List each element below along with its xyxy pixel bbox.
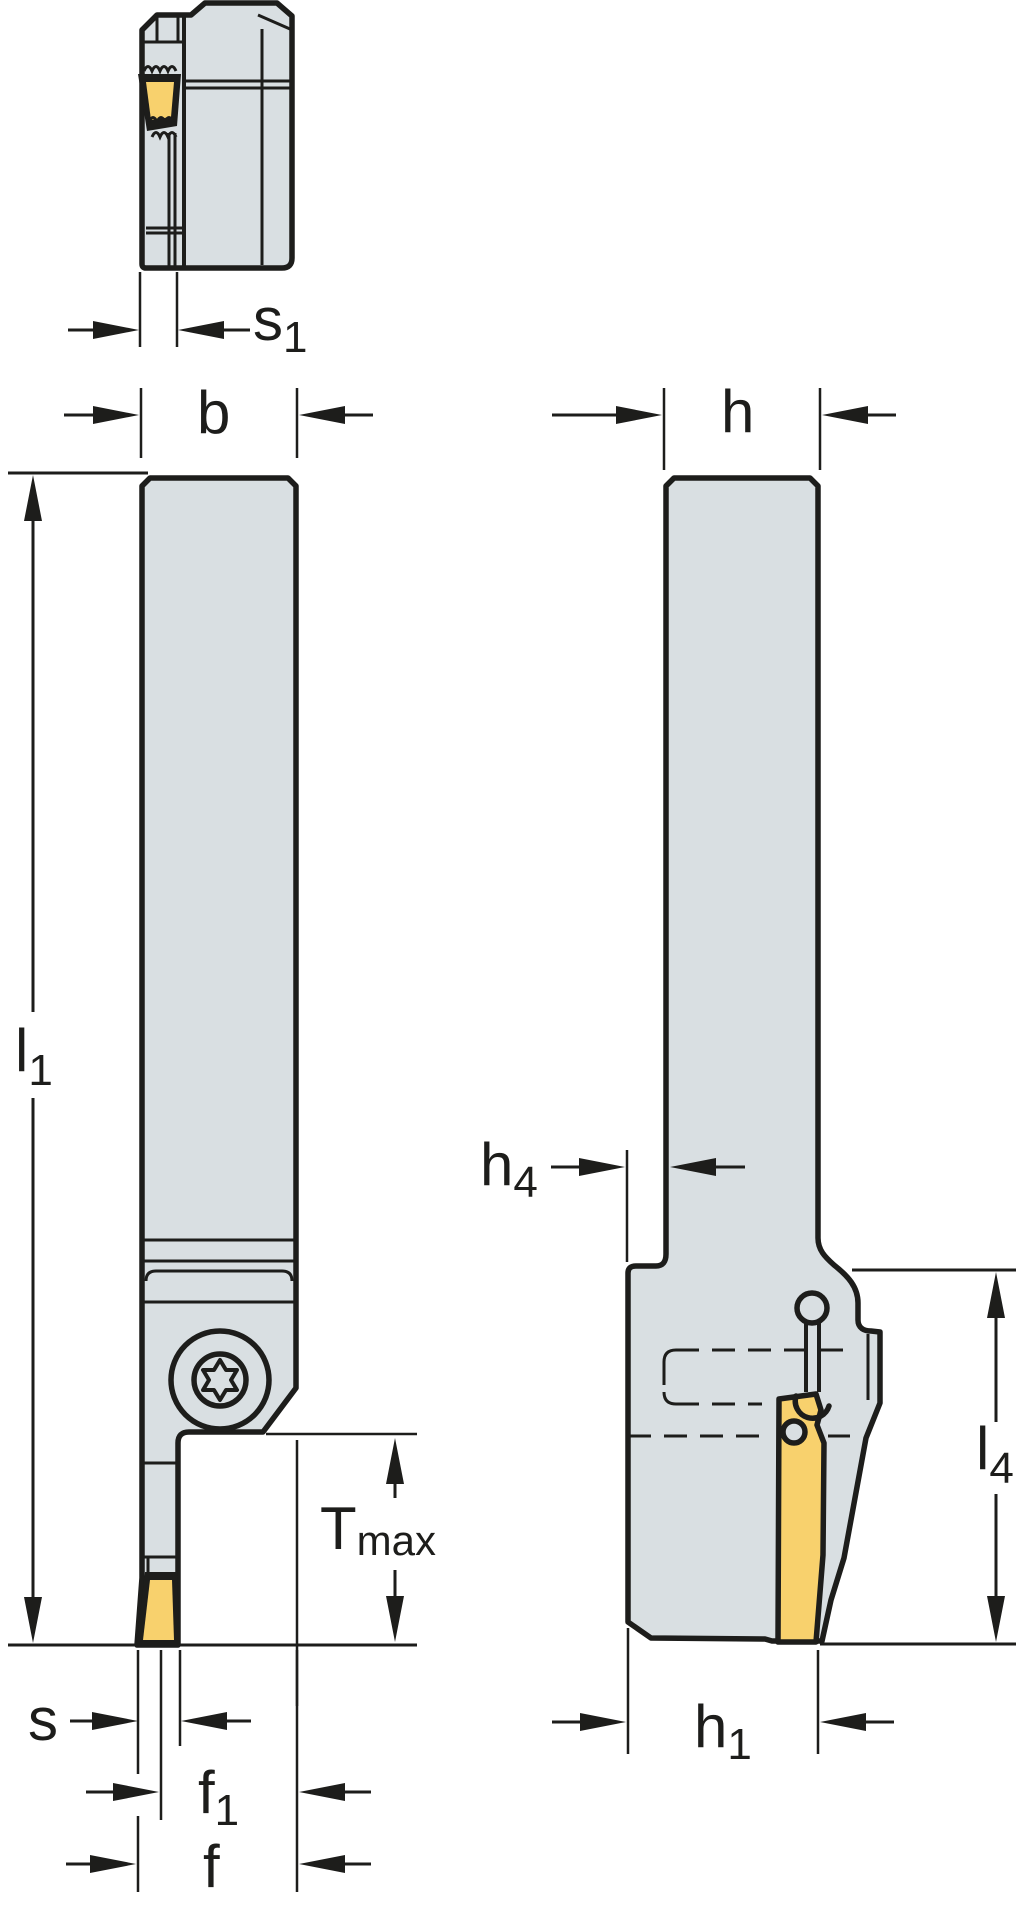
top-view [138, 0, 295, 271]
side-view [625, 475, 883, 1645]
dim-s1: s1 [68, 272, 307, 362]
dim-f1: f1 [86, 1650, 371, 1892]
top-view-detail-lines [143, 13, 292, 266]
top-view-body [139, 0, 295, 271]
dim-s-label: s [28, 1686, 58, 1753]
dim-s1-arrowheads [93, 321, 224, 339]
dim-l4: l4 [820, 1268, 1016, 1646]
front-view [134, 475, 299, 1648]
front-view-insert [143, 1580, 174, 1640]
dim-l1-extension-lines [8, 471, 417, 1647]
pin-head [794, 1290, 830, 1326]
screw-outer-circle [168, 1328, 272, 1432]
dim-b: b [64, 379, 373, 458]
dim-tmax-arrowheads [386, 1438, 404, 1642]
dim-s-arrowheads [92, 1712, 227, 1730]
dim-tmax-label: Tmax [320, 1495, 436, 1564]
dim-s1-label: s1 [253, 286, 307, 362]
screw-inner-circle [191, 1351, 249, 1409]
dim-h-extension-lines [662, 388, 822, 470]
dim-h1-label: h1 [694, 1693, 752, 1769]
front-view-body [134, 475, 299, 1648]
side-view-insert [775, 1391, 827, 1645]
dim-h-label: h [721, 378, 754, 445]
dim-h4: h4 [480, 1131, 745, 1262]
dim-l4-arrowheads [987, 1272, 1005, 1642]
dim-s-extension-lines [136, 1650, 182, 1820]
top-view-insert [146, 82, 174, 120]
clamp-lobe [780, 1418, 808, 1446]
dim-h1: h1 [552, 1628, 894, 1769]
front-view-detail-lines [142, 1238, 296, 1576]
pin-stem [804, 1322, 821, 1392]
side-view-body [625, 475, 883, 1644]
top-view-clamp-serration [142, 65, 178, 75]
dim-l4-extension-lines [820, 1268, 1016, 1646]
dim-h1-extension-lines [626, 1628, 820, 1754]
dim-f-label: f [203, 1833, 220, 1900]
dim-h: h [552, 378, 896, 470]
dim-f: f [66, 1816, 371, 1900]
dimensions: s1 b h l1 Tmax [8, 272, 1016, 1900]
top-view-insert-serration [147, 116, 178, 141]
dim-l1: l1 [8, 471, 417, 1647]
dim-l4-label: l4 [976, 1415, 1014, 1493]
dim-h4-label: h4 [480, 1131, 538, 1207]
torx-screw-icon [201, 1358, 239, 1402]
clamp-seat [792, 1393, 832, 1421]
dim-s: s [28, 1650, 251, 1820]
dim-h4-arrowheads [579, 1158, 716, 1176]
dim-b-label: b [197, 379, 230, 446]
dim-b-extension-lines [139, 388, 299, 458]
dim-f1-label: f1 [198, 1759, 239, 1835]
side-view-pocket-dashed-lines [628, 1348, 850, 1438]
dim-s1-extension-lines [138, 272, 179, 347]
dim-l1-label: l1 [15, 1017, 53, 1095]
dim-tmax: Tmax [266, 1432, 436, 1706]
